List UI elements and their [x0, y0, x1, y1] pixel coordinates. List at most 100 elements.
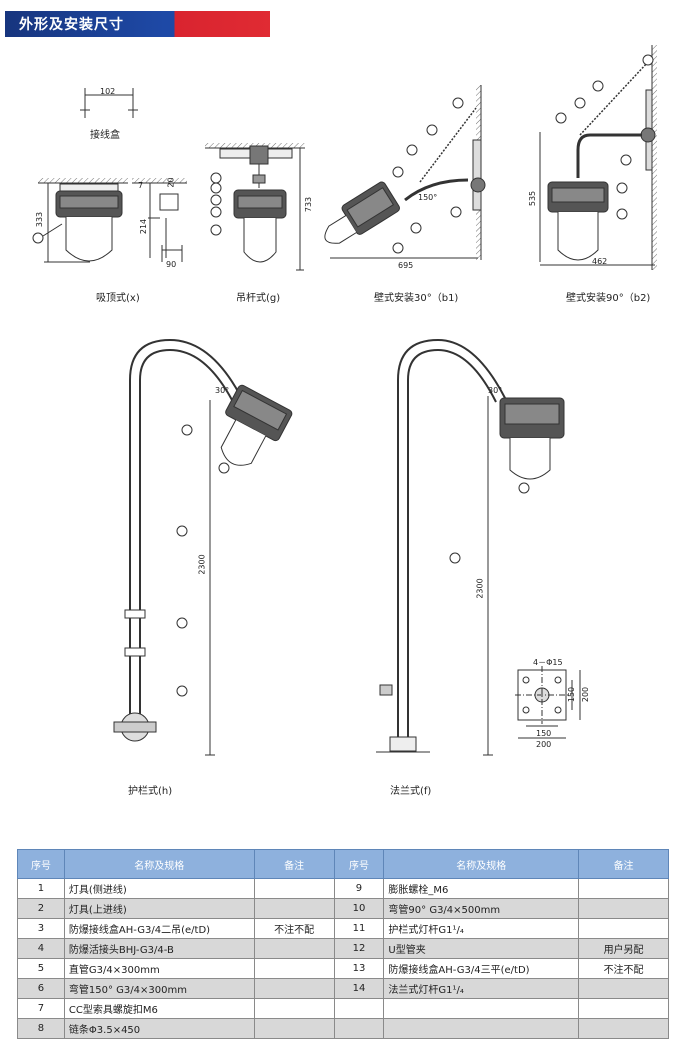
cell-note: 用户另配 [578, 938, 669, 959]
cell-no: 8 [17, 1018, 65, 1039]
section-title: 外形及安装尺寸 [19, 17, 124, 33]
ceiling-mount-figure [32, 178, 187, 263]
wall-90-figure [539, 45, 657, 270]
cell-no: 5 [17, 958, 65, 979]
cell-name: 护栏式灯杆G1¹/₄ [383, 918, 580, 939]
cell-no: 6 [17, 978, 65, 999]
header-note-right: 备注 [578, 849, 669, 879]
dim-333: 333 [35, 211, 45, 228]
cell-note: 不注不配 [578, 958, 669, 979]
cell-name: U型管夹 [383, 938, 580, 959]
table-row: 1 灯具(侧进线) 9 膨胀螺栓_M6 [17, 878, 669, 899]
dim-200-v: 200 [581, 686, 591, 703]
cell-name: CC型索具螺旋扣M6 [63, 998, 255, 1019]
cell-no: 14 [333, 978, 385, 999]
table-row: 2 灯具(上进线) 10 弯管90° G3/4×500mm [17, 898, 669, 919]
cell-note [578, 978, 669, 999]
table-row: 8 链条Φ3.5×450 [17, 1018, 669, 1039]
header-name-left: 名称及规格 [63, 849, 255, 879]
dim-150-h: 150 [536, 729, 552, 738]
cell-no: 4 [17, 938, 65, 959]
dim-90: 90 [166, 260, 177, 269]
dim-150deg: 150° [418, 193, 438, 202]
cell-note [253, 978, 335, 999]
parts-table: 序号 名称及规格 备注 序号 名称及规格 备注 1 灯具(侧进线) 9 膨胀螺栓… [17, 849, 669, 1039]
header-no-left: 序号 [17, 849, 65, 879]
pendant-figure [205, 143, 305, 271]
cell-name: 灯具(侧进线) [63, 878, 255, 899]
cell-name: 直管G3/4×300mm [63, 958, 255, 979]
dim-214: 214 [139, 218, 149, 235]
dim-200-h: 200 [536, 740, 552, 749]
caption-wall90: 壁式安装90°（b2) [566, 293, 651, 304]
cell-name: 弯管150° G3/4×300mm [63, 978, 255, 999]
cell-note [253, 898, 335, 919]
cell-note [253, 1018, 335, 1039]
dim-7: 7 [138, 181, 144, 190]
cell-no: 3 [17, 918, 65, 939]
table-row: 3 防爆接线盒AH-G3/4二吊(e/tD) 不注不配 11 护栏式灯杆G1¹/… [17, 918, 669, 939]
dim-150-v: 150 [567, 686, 577, 703]
header-no-right: 序号 [333, 849, 385, 879]
cell-no [333, 1018, 385, 1039]
caption-junction-box: 接线盒 [90, 130, 120, 141]
cell-note: 不注不配 [253, 918, 335, 939]
dim-20: 20 [166, 177, 176, 188]
cell-name [383, 1018, 580, 1039]
cell-note [253, 938, 335, 959]
cell-note [578, 1018, 669, 1039]
cell-note [578, 898, 669, 919]
cell-no: 7 [17, 998, 65, 1019]
cell-note [253, 958, 335, 979]
dim-4-phi15: 4－Φ15 [533, 658, 563, 667]
table-row: 4 防爆活接头BHJ-G3/4-B 12 U型管夹 用户另配 [17, 938, 669, 959]
cell-note [253, 998, 335, 1019]
caption-wall30: 壁式安装30°（b1) [374, 293, 459, 304]
caption-rail: 护栏式(h) [128, 786, 173, 797]
table-row: 5 直管G3/4×300mm 13 防爆接线盒AH-G3/4三平(e/tD) 不… [17, 958, 669, 979]
cell-name: 膨胀螺栓_M6 [383, 878, 580, 899]
cell-name: 法兰式灯杆G1¹/₄ [383, 978, 580, 999]
cell-no: 10 [333, 898, 385, 919]
header-note-left: 备注 [253, 849, 335, 879]
wall-30-figure [324, 85, 486, 260]
cell-note [578, 878, 669, 899]
flange-figure [376, 338, 581, 756]
cell-no: 13 [333, 958, 385, 979]
cell-name: 防爆活接头BHJ-G3/4-B [63, 938, 255, 959]
cell-name: 弯管90° G3/4×500mm [383, 898, 580, 919]
installation-drawings [32, 45, 657, 756]
junction-box-dims [80, 88, 138, 118]
dim-535: 535 [528, 190, 538, 207]
cell-name: 防爆接线盒AH-G3/4二吊(e/tD) [63, 918, 255, 939]
cell-no: 11 [333, 918, 385, 939]
dim-695: 695 [398, 261, 414, 270]
dim-733: 733 [304, 196, 314, 213]
cell-name: 灯具(上进线) [63, 898, 255, 919]
rail-mount-figure [113, 338, 293, 756]
cell-no: 12 [333, 938, 385, 959]
cell-note [253, 878, 335, 899]
dim-30-rail: 30° [215, 386, 230, 395]
cell-note [578, 998, 669, 1019]
caption-pendant: 吊杆式(g) [236, 293, 281, 304]
header-name-right: 名称及规格 [383, 849, 580, 879]
caption-ceiling: 吸顶式(x) [96, 293, 140, 304]
dim-2300-flange: 2300 [475, 578, 485, 599]
table-row: 7 CC型索具螺旋扣M6 [17, 998, 669, 1019]
dim-462: 462 [592, 257, 608, 266]
table-header-row: 序号 名称及规格 备注 序号 名称及规格 备注 [17, 849, 669, 879]
cell-note [578, 918, 669, 939]
cell-no: 9 [333, 878, 385, 899]
cell-no [333, 998, 385, 1019]
table-row: 6 弯管150° G3/4×300mm 14 法兰式灯杆G1¹/₄ [17, 978, 669, 999]
section-header: 外形及安装尺寸 [5, 11, 270, 37]
cell-name [383, 998, 580, 1019]
caption-flange: 法兰式(f) [390, 786, 432, 797]
dim-2300-rail: 2300 [197, 554, 207, 575]
cell-no: 1 [17, 878, 65, 899]
cell-name: 链条Φ3.5×450 [63, 1018, 255, 1039]
cell-name: 防爆接线盒AH-G3/4三平(e/tD) [383, 958, 580, 979]
cell-no: 2 [17, 898, 65, 919]
dim-30-flange: 30° [488, 386, 503, 395]
